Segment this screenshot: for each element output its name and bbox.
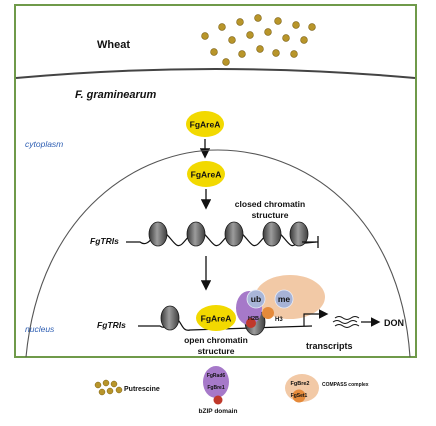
legend-bzip-shape bbox=[213, 395, 223, 405]
cytoplasm-label: cytoplasm bbox=[25, 139, 63, 149]
legend-fgbre2-label: FgBre2 bbox=[291, 381, 310, 387]
fgarea-open-label: FgAreA bbox=[201, 314, 232, 324]
legend-putrescine-icon bbox=[94, 379, 123, 396]
ub-mark bbox=[246, 289, 266, 309]
me-label: me bbox=[278, 294, 291, 304]
repression-bar bbox=[302, 236, 319, 248]
me-mark bbox=[274, 289, 294, 309]
fgarea-cytoplasm-blob bbox=[186, 111, 224, 137]
ub-label: ub bbox=[251, 294, 261, 304]
legend-putrescine-label: Putrescine bbox=[124, 386, 160, 393]
fungus-label: F. graminearum bbox=[75, 89, 157, 101]
closed-chromatin-label-2: structure bbox=[252, 210, 289, 220]
h2b-label: H2B bbox=[248, 316, 259, 322]
legend-fgrad6-label: FgRad6 bbox=[207, 373, 226, 379]
nucleus-label: nucleus bbox=[25, 324, 55, 334]
fgarea-nucleus-blob bbox=[187, 161, 225, 187]
don-label: DON bbox=[384, 318, 404, 328]
transcripts-label: transcripts bbox=[306, 341, 353, 351]
legend-compass-label: COMPASS complex bbox=[322, 382, 369, 388]
closed-chromatin-label-1: closed chromatin bbox=[235, 199, 305, 209]
legend-fgbre1-label: FgBre1 bbox=[207, 385, 224, 391]
transcripts-icon bbox=[332, 316, 360, 328]
fgarea-nucleus-label: FgAreA bbox=[191, 170, 222, 180]
fgarea-open-blob bbox=[196, 305, 236, 331]
putrescine-cluster bbox=[201, 14, 316, 66]
transcription-start-arrow bbox=[303, 309, 329, 326]
legend-bzip-label: bZIP domain bbox=[199, 408, 238, 415]
fgarea-cytoplasm-label: FgAreA bbox=[190, 120, 221, 130]
tri-genes-label-bottom: FgTRIs bbox=[97, 320, 126, 330]
open-nucleosome-1 bbox=[160, 305, 180, 331]
wheat-label: Wheat bbox=[97, 39, 130, 51]
cell-wall-line bbox=[15, 68, 416, 79]
open-chromatin-label-1: open chromatin bbox=[184, 335, 248, 345]
nuclear-envelope bbox=[25, 149, 411, 358]
closed-nucleosomes bbox=[148, 221, 309, 247]
open-chromatin-label-2: structure bbox=[198, 346, 235, 356]
fgset1-shape bbox=[262, 307, 274, 319]
h3-label: H3 bbox=[275, 317, 283, 323]
fgbre1-shape bbox=[246, 318, 256, 328]
legend-fgset1-label: FgSet1 bbox=[291, 393, 308, 399]
legend-fgrad6-shape bbox=[203, 366, 229, 398]
tri-genes-label-top: FgTRIs bbox=[90, 236, 119, 246]
legend-fgset1-shape bbox=[292, 389, 306, 403]
